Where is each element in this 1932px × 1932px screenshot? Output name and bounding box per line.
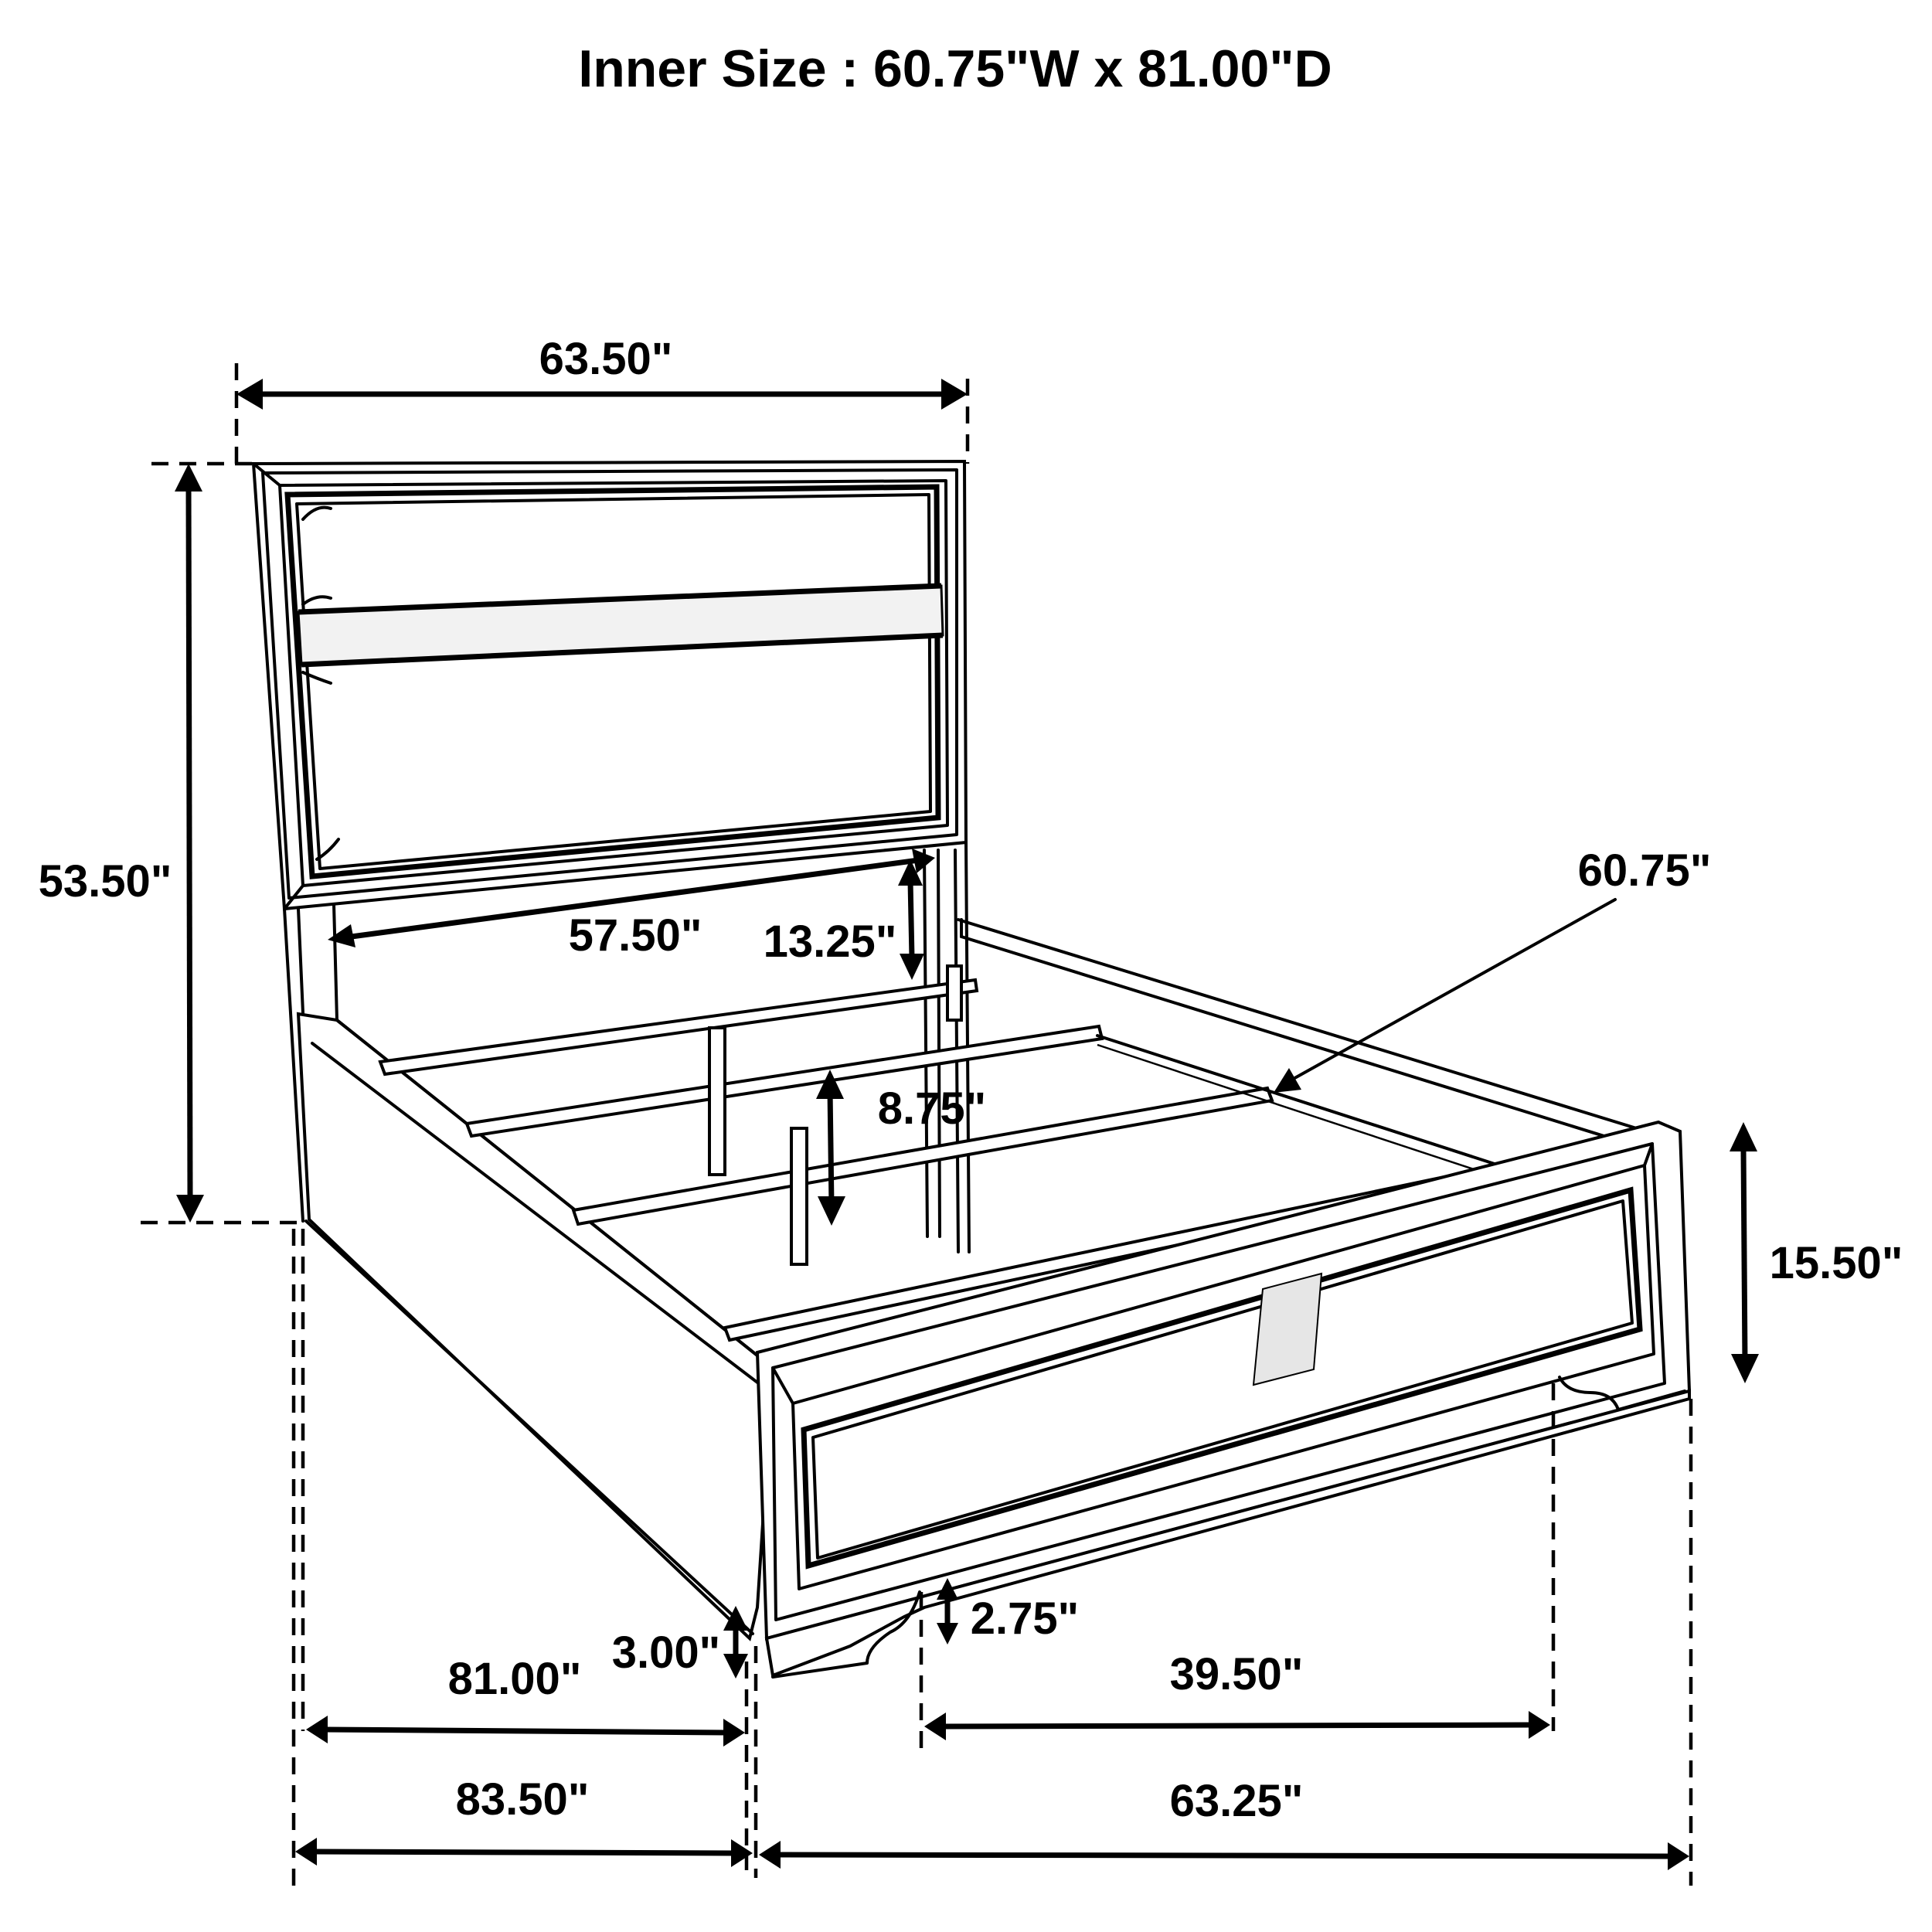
dimension-labels: 63.50" 53.50" 57.50" 13.25" 60.75" 8.75"… <box>39 334 1903 1826</box>
dimension-lines <box>141 363 1759 1886</box>
leg-span-label: 39.50" <box>1170 1649 1304 1699</box>
side-rails <box>296 918 1663 1641</box>
overall-length-label: 83.50" <box>456 1774 590 1825</box>
side-rail-clearance-label: 3.00" <box>612 1628 720 1678</box>
slats <box>378 964 1505 1342</box>
inner-length-label: 81.00" <box>448 1654 582 1704</box>
inner-size-title: Inner Size : 60.75"W x 81.00"D <box>578 39 1332 98</box>
headboard-width-label: 63.50" <box>539 334 673 384</box>
footboard-height-label: 15.50" <box>1770 1238 1903 1288</box>
footboard-foot-height-label: 2.75" <box>971 1594 1079 1644</box>
headboard <box>251 459 971 1253</box>
headboard-height-label: 53.50" <box>39 856 172 906</box>
footboard <box>755 1120 1692 1679</box>
footboard-sparkle-strip <box>1252 1272 1323 1386</box>
inner-width-label: 60.75" <box>1578 845 1712 896</box>
headboard-panel-width-label: 57.50" <box>569 910 702 961</box>
slat-drop-label: 8.75" <box>878 1083 986 1134</box>
headboard-clearance-label: 13.25" <box>764 917 897 967</box>
overall-width-label: 63.25" <box>1170 1776 1304 1826</box>
